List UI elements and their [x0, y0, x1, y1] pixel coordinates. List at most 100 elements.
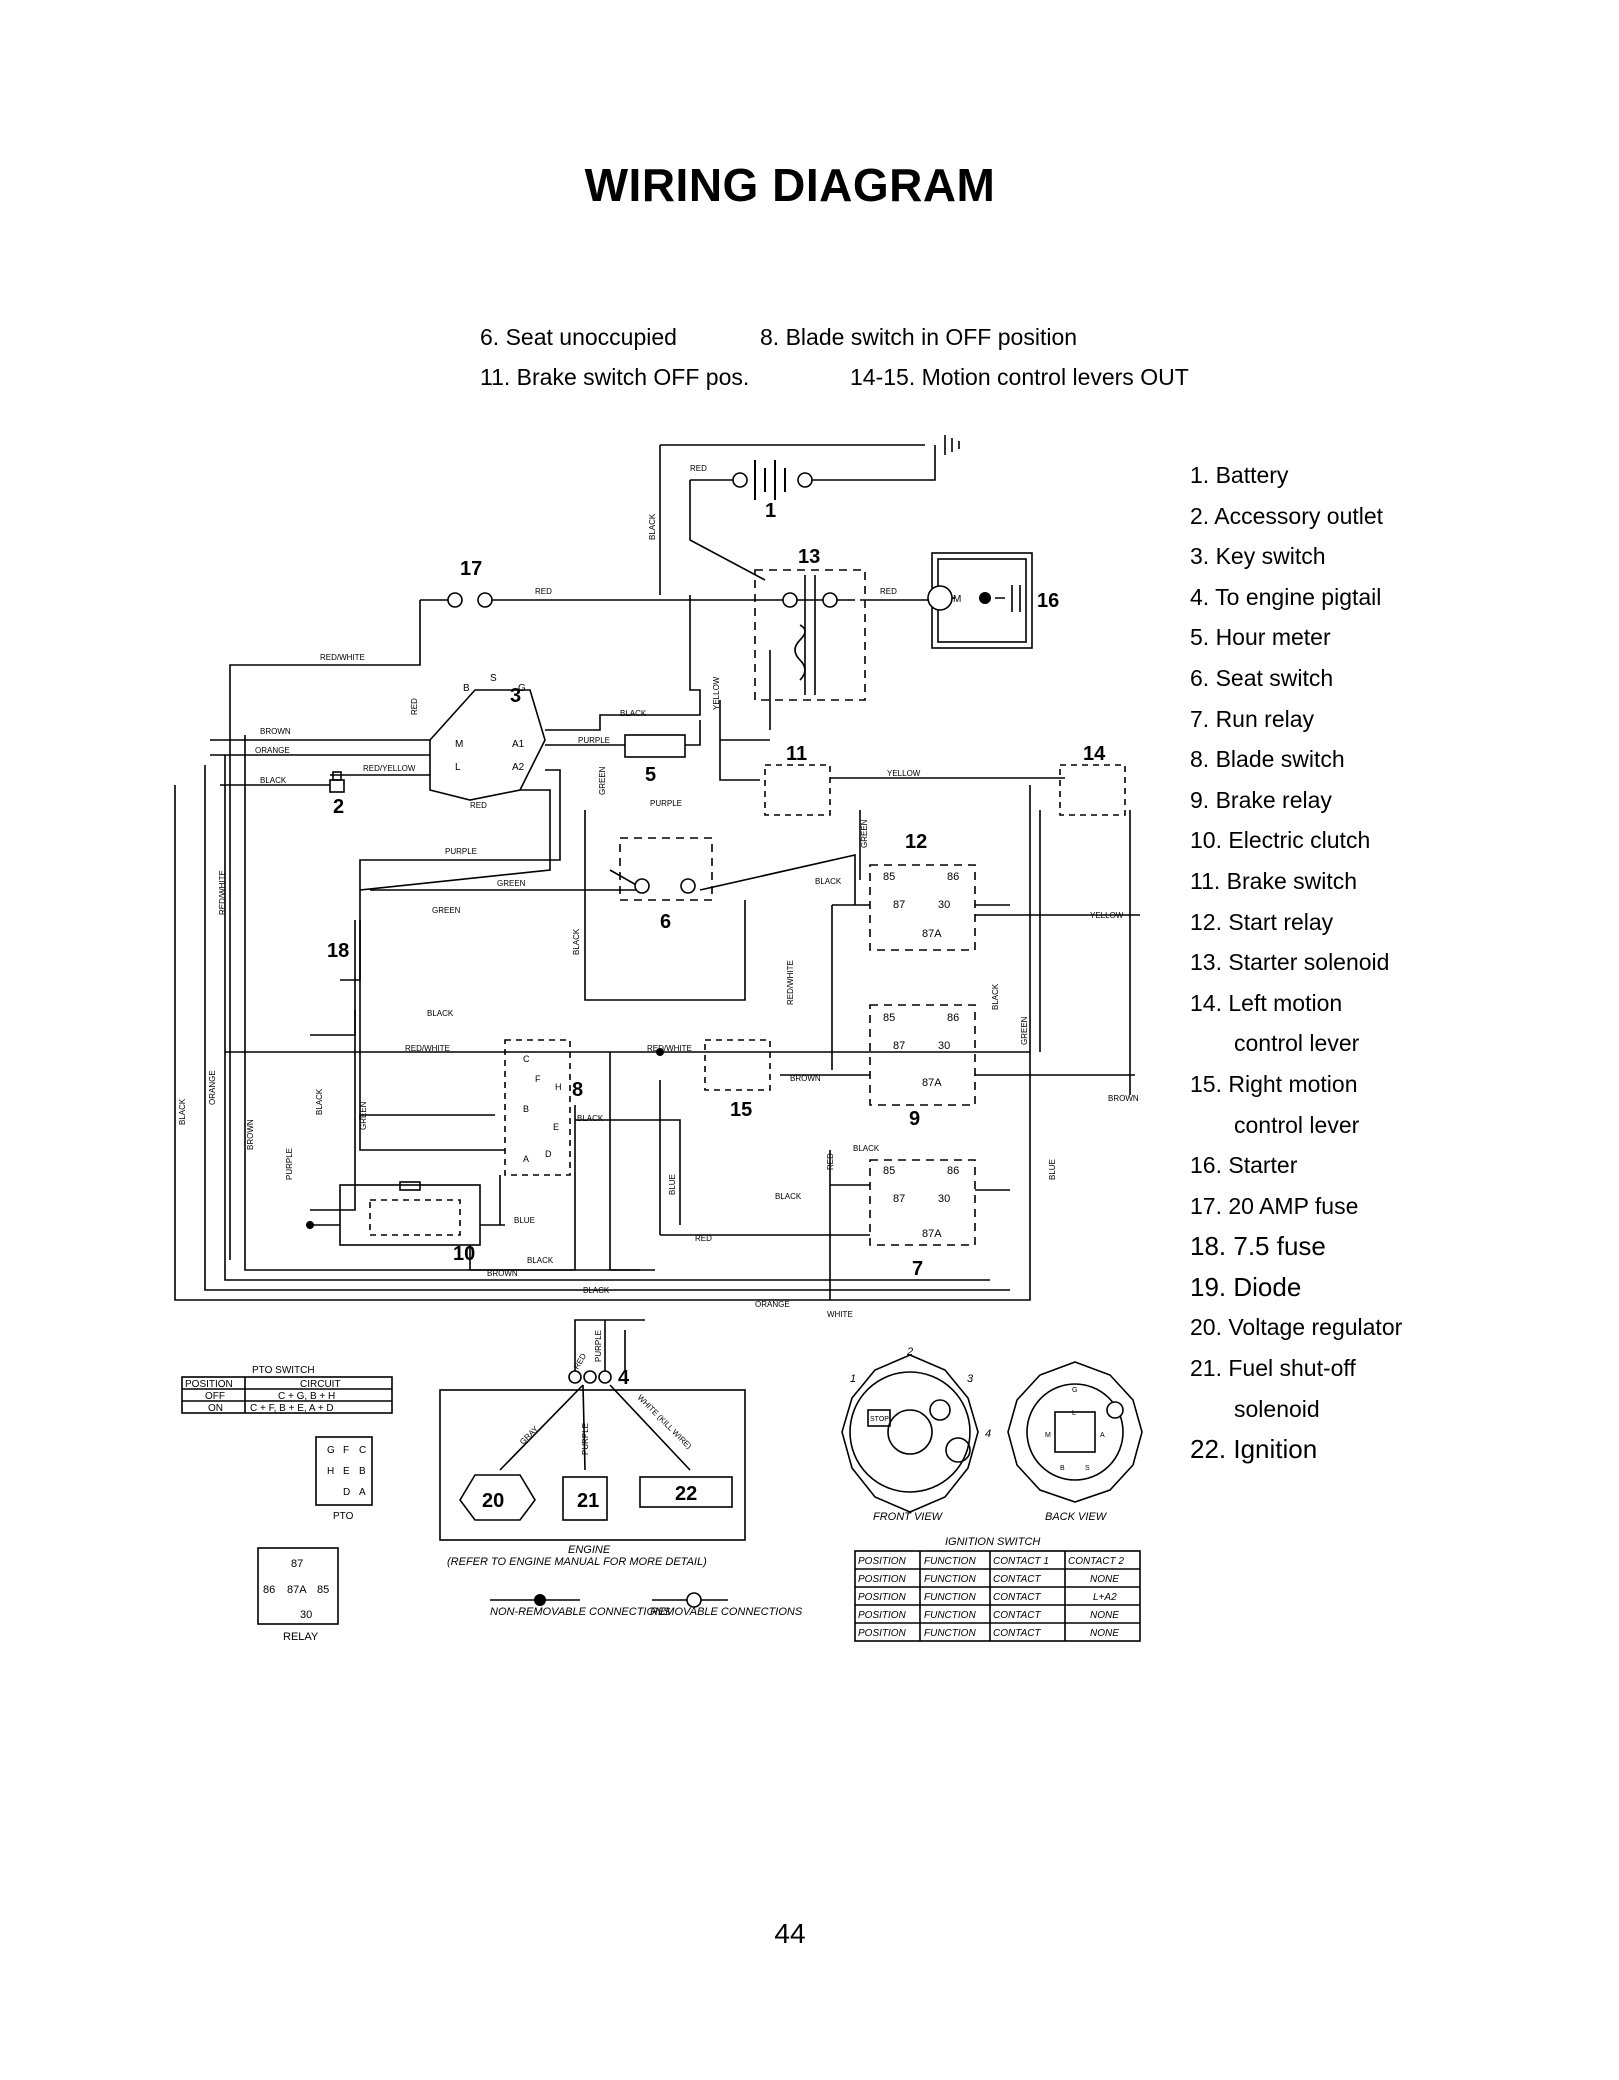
non-removable-dot: [979, 592, 991, 604]
start-relay-box: [869, 864, 976, 951]
wire: [719, 700, 760, 781]
terminal-label: B: [463, 683, 470, 694]
relay-pin: 87A: [922, 1228, 942, 1240]
wire-label: BROWN: [790, 1074, 821, 1083]
ignition-table-cell: CONTACT: [993, 1592, 1041, 1603]
pto-title: PTO SWITCH: [252, 1365, 315, 1376]
wire: [224, 755, 990, 1281]
legend-item: solenoid: [1234, 1395, 1320, 1422]
pto-cell: C + G, B + H: [278, 1391, 335, 1402]
wire: [829, 1150, 1010, 1300]
ignition-back-terminal: B: [1060, 1465, 1065, 1472]
wire-label: PURPLE: [581, 1423, 590, 1455]
wire-label: BLACK: [577, 1114, 604, 1123]
legend-item: 3. Key switch: [1190, 543, 1326, 570]
page-title: WIRING DIAGRAM: [584, 159, 996, 211]
relay-connector-pin: 30: [300, 1609, 312, 1621]
ignition-title: IGNITION SWITCH: [945, 1536, 1040, 1548]
component-number: 14: [1083, 743, 1106, 765]
wire-label: GREEN: [860, 819, 869, 848]
ignition-back-terminal: S: [1085, 1465, 1090, 1472]
wire-label: RED: [695, 1234, 712, 1243]
component-number: 20: [482, 1490, 504, 1512]
component-number: 4: [618, 1367, 630, 1389]
wire-label: RED: [535, 587, 552, 596]
ignition-table-cell: NONE: [1090, 1574, 1119, 1585]
accessory-outlet: [329, 779, 345, 793]
component-number: 8: [572, 1079, 583, 1101]
ignition-table-cell: POSITION: [858, 1574, 907, 1585]
component-number: 2: [333, 796, 344, 818]
wire-label: BROWN: [260, 727, 291, 736]
ignition-table-header: CONTACT 1: [993, 1556, 1049, 1567]
wire-label: RED: [826, 1153, 835, 1170]
wire-label: BROWN: [246, 1119, 255, 1150]
legend-item: 9. Brake relay: [1190, 786, 1332, 813]
engine-box: [439, 1389, 746, 1541]
wire-label: WHITE: [827, 1310, 853, 1319]
terminal: [634, 878, 650, 894]
wire-label: RED/WHITE: [647, 1044, 692, 1053]
starter-ground: [995, 585, 1021, 612]
wire-label: BLACK: [178, 1098, 187, 1125]
wire: [359, 1114, 505, 1151]
wire: [689, 480, 766, 581]
component-number: 13: [798, 546, 820, 568]
component-number: 5: [645, 764, 656, 786]
legend-item: 17. 20 AMP fuse: [1190, 1192, 1359, 1219]
clutch-box: [339, 1184, 481, 1246]
pto-table-border: [181, 1376, 393, 1414]
relay-pin: 86: [947, 1165, 959, 1177]
wire: [244, 735, 640, 1271]
wire-label: ORANGE: [208, 1070, 217, 1105]
wire-label: YELLOW: [712, 676, 721, 710]
hour-meter: [624, 734, 686, 758]
ignition-front-outline: [841, 1354, 979, 1513]
component-number: 10: [453, 1243, 475, 1265]
wire: [340, 920, 361, 981]
wire-label: PURPLE: [650, 799, 682, 808]
legend-item: control lever: [1234, 1030, 1360, 1057]
ignition-position: 3: [967, 1373, 974, 1385]
ignition-table-cell: FUNCTION: [924, 1592, 976, 1603]
wire-label: RED/WHITE: [320, 653, 365, 662]
pto-pin: E: [343, 1466, 350, 1477]
terminal: [822, 592, 838, 608]
wire-label: GREEN: [359, 1101, 368, 1130]
engine-wire: [499, 1384, 691, 1471]
page-number: 44: [774, 1918, 806, 1949]
legend-item: 15. Right motion: [1190, 1070, 1358, 1097]
blade-switch-letter: A: [523, 1154, 529, 1164]
legend-item: 14. Left motion: [1190, 989, 1343, 1016]
component-number: 1: [765, 500, 776, 522]
wire-label: BLACK: [815, 877, 842, 886]
terminal-label: A2: [512, 762, 525, 773]
pto-pin: A: [359, 1487, 366, 1498]
ignition-table-cell: CONTACT: [993, 1628, 1041, 1639]
relay-pin: 87: [893, 1040, 905, 1052]
terminal: [797, 472, 813, 488]
pto-caption: PTO: [333, 1511, 354, 1522]
legend-item: 12. Start relay: [1190, 908, 1334, 935]
component-number: 16: [1037, 590, 1059, 612]
right-motion-switch-box: [704, 1039, 771, 1091]
wire: [574, 1319, 645, 1372]
starter-motor: [927, 585, 953, 611]
ignition-stop-label: STOP: [870, 1416, 889, 1423]
ground-icon: [944, 435, 960, 455]
wire: [359, 769, 561, 1120]
ignition-table-cell: POSITION: [858, 1628, 907, 1639]
ignition-shape: [639, 1476, 733, 1508]
condition-brake: 11. Brake switch OFF pos.: [480, 364, 750, 390]
terminal-label: L: [455, 762, 461, 773]
component-number: 12: [905, 831, 927, 853]
wire-label: BLUE: [668, 1174, 677, 1195]
ignition-front-label: FRONT VIEW: [873, 1511, 944, 1523]
ignition-back-inner: [1026, 1383, 1124, 1481]
ignition-table-cell: FUNCTION: [924, 1574, 976, 1585]
wire: [545, 720, 701, 746]
blade-switch-letter: F: [535, 1074, 541, 1084]
wire: [609, 1052, 655, 1271]
relay-pin: 85: [883, 871, 895, 883]
wire-label: BLACK: [427, 1009, 454, 1018]
